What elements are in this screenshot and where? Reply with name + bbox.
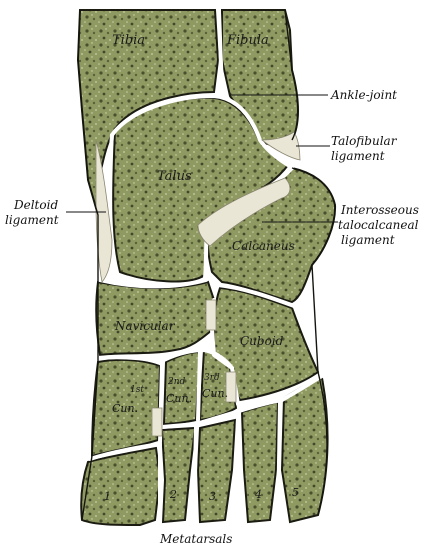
cuboid-label: Cuboid — [240, 334, 284, 348]
interosseous-label-line2: talocalcaneal — [338, 218, 419, 232]
talofibular-label-line2: ligament — [331, 149, 385, 163]
metatarsal-5-bone — [280, 376, 329, 524]
third-cuneiform-label-top: 3rd — [204, 373, 220, 383]
metatarsal-4-number: 4 — [254, 488, 262, 501]
deltoid-ligament — [95, 139, 113, 283]
metatarsal-1-bone — [80, 446, 162, 527]
outer-contour — [77, 9, 99, 521]
third-cuneiform-label: Cun. — [202, 387, 228, 400]
deltoid-label-line1: Deltoid — [13, 198, 58, 212]
medial-malleolus-joint — [107, 133, 118, 274]
bifurcate-ligament — [205, 299, 217, 331]
metatarsal-2-bone — [160, 426, 197, 524]
talofibular-label-line1: Talofibular — [331, 134, 398, 148]
tibia-label: Tibia — [112, 33, 145, 48]
interosseous-label-line1: Interosseous — [340, 203, 419, 217]
cuneometatarsal-ligament-2 — [151, 407, 163, 437]
calcaneus-label: Calcaneus — [232, 239, 295, 253]
ankle-joint-space — [110, 94, 290, 167]
metatarsals-label: Metatarsals — [159, 532, 232, 546]
ankle-joint-label: Ankle-joint — [330, 88, 397, 102]
tibiofibular-joint-space — [217, 10, 224, 92]
metatarsal-3-number: 3 — [209, 490, 216, 503]
metatarsal-3-bone — [196, 418, 237, 524]
second-cuneiform-label-top: 2nd — [167, 377, 186, 387]
navicular-label: Navicular — [114, 319, 176, 333]
second-cuneiform-label: Cun. — [166, 392, 192, 405]
metatarsal-4-bone — [240, 400, 280, 524]
deltoid-label-line2: ligament — [5, 213, 59, 227]
outer-contour-lateral — [284, 9, 336, 516]
metatarsal-5-number: 5 — [292, 486, 299, 499]
metatarsal-2-number: 2 — [169, 488, 177, 501]
interosseous-talocalcaneal-ligament — [197, 177, 291, 247]
intermetatarsal-joint-space — [158, 400, 282, 527]
first-cuneiform-label: Cun. — [112, 402, 138, 415]
calcaneocuboid-joint-space — [216, 283, 296, 308]
second-cuneiform-bone — [162, 350, 202, 426]
fibula-label: Fibula — [226, 33, 269, 48]
talofibular-ligament — [260, 131, 301, 161]
talus-label: Talus — [157, 169, 192, 184]
metatarsal-1-number: 1 — [104, 490, 111, 503]
tarsometatarsal-joint-space — [88, 374, 324, 461]
talonavicular-joint-space — [98, 278, 208, 289]
cuneometatarsal-ligament-3 — [225, 371, 237, 403]
interosseous-label-line3: ligament — [341, 233, 395, 247]
first-cuneiform-label-top: 1st — [130, 385, 144, 395]
